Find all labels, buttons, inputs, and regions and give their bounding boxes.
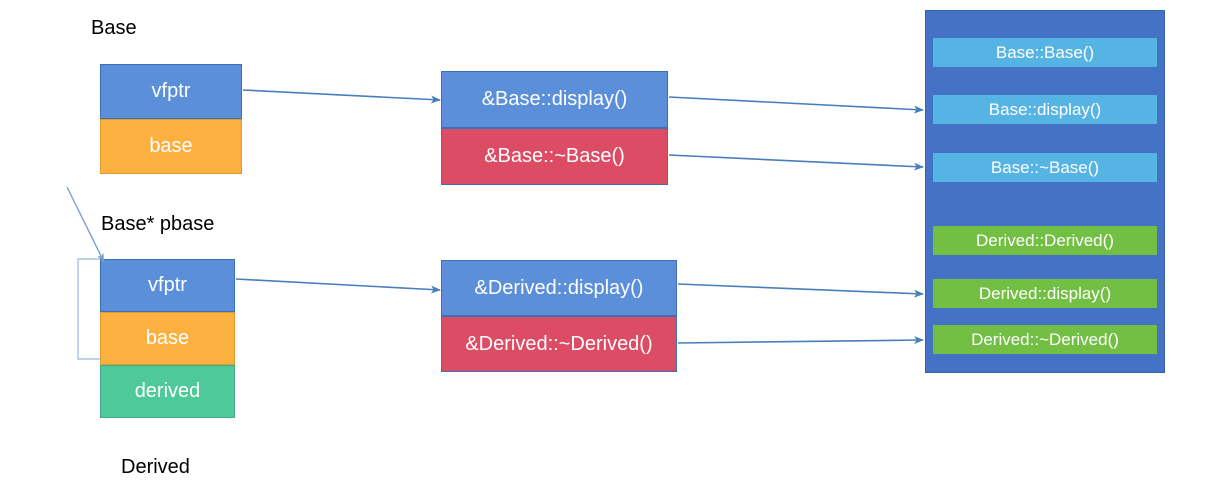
derived-object-cell-base[interactable]: base xyxy=(100,312,235,365)
base-subobject-bracket xyxy=(77,258,100,360)
label-derived-object: Derived xyxy=(121,456,190,478)
code-entry-base-destructor[interactable]: Base::~Base() xyxy=(933,153,1157,182)
derived-object-cell-derived[interactable]: derived xyxy=(100,365,235,418)
label-base-object: Base xyxy=(91,17,137,39)
arrow-derived-vfptr-to-derived-vtable xyxy=(235,278,441,294)
arrow-derived-vtable-destructor-to-code xyxy=(677,336,924,345)
arrow-pbase-pointer xyxy=(66,186,105,263)
base-object-cell-base[interactable]: base xyxy=(100,119,242,174)
code-entry-base-display[interactable]: Base::display() xyxy=(933,95,1157,124)
arrow-base-vtable-display-to-code xyxy=(668,96,924,114)
derived-vtable-entry-display[interactable]: &Derived::display() xyxy=(441,260,677,316)
code-entry-derived-destructor[interactable]: Derived::~Derived() xyxy=(933,325,1157,354)
base-object-cell-vfptr[interactable]: vfptr xyxy=(100,64,242,119)
derived-object-cell-vfptr[interactable]: vfptr xyxy=(100,259,235,312)
arrow-base-vfptr-to-base-vtable xyxy=(242,89,441,104)
code-entry-derived-constructor[interactable]: Derived::Derived() xyxy=(933,226,1157,255)
derived-vtable-entry-destructor[interactable]: &Derived::~Derived() xyxy=(441,316,677,372)
base-vtable-entry-destructor[interactable]: &Base::~Base() xyxy=(441,128,668,185)
arrow-derived-vtable-display-to-code xyxy=(677,283,924,298)
code-entry-derived-display[interactable]: Derived::display() xyxy=(933,279,1157,308)
code-entry-base-constructor[interactable]: Base::Base() xyxy=(933,38,1157,67)
arrow-base-vtable-destructor-to-code xyxy=(668,154,924,171)
base-vtable-entry-display[interactable]: &Base::display() xyxy=(441,71,668,128)
label-base-pointer: Base* pbase xyxy=(101,213,215,235)
code-segment-panel xyxy=(925,10,1165,373)
